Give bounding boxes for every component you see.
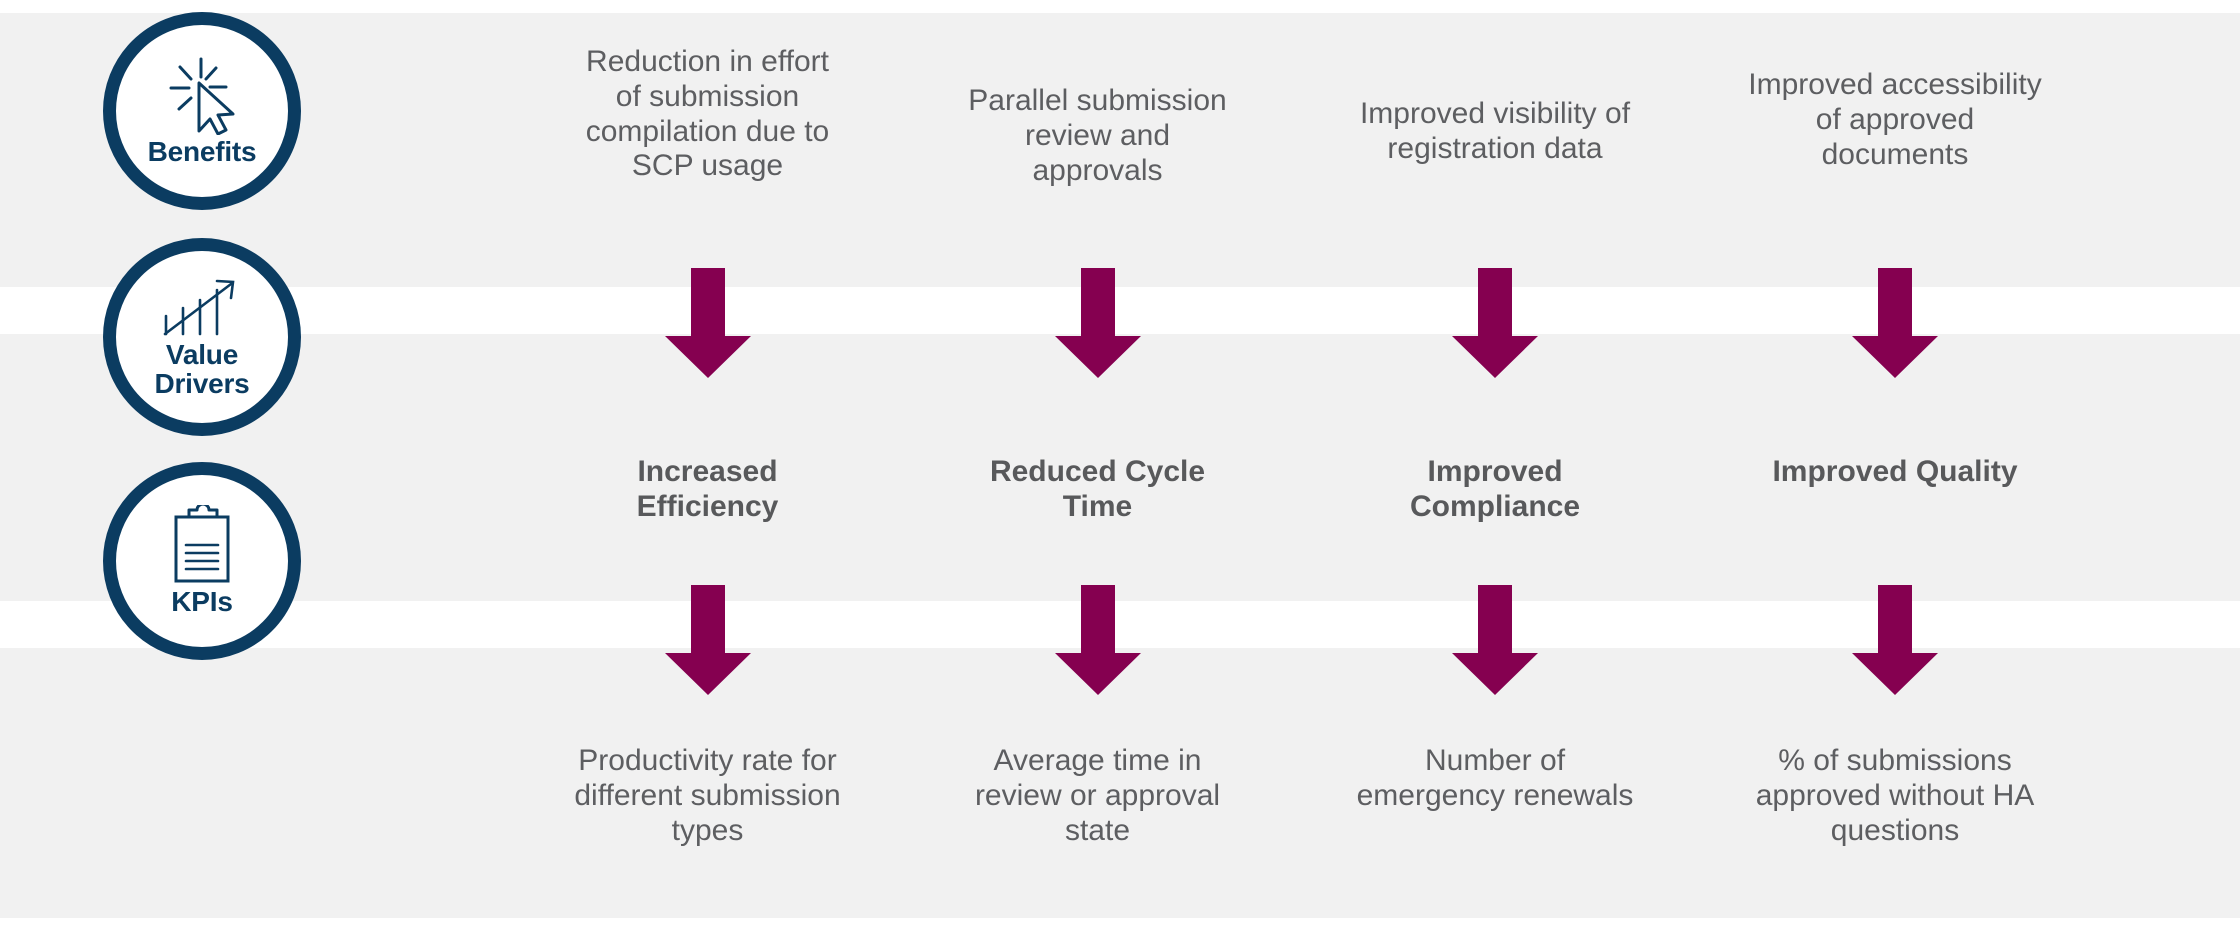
kpi-text-1: Average time in review or approval state xyxy=(974,744,1221,847)
arrow-down-icon-k0 xyxy=(665,585,751,695)
circle-label-line-1: Value xyxy=(165,338,239,370)
kpi-text-0: Productivity rate for different submissi… xyxy=(574,744,841,847)
arrow-down-icon-b1 xyxy=(1055,268,1141,378)
circle-kpis-label: KPIs xyxy=(171,586,233,618)
clipboard-icon xyxy=(166,502,238,585)
bar-chart-growth-icon xyxy=(161,276,243,338)
arrow-down-icon-k1 xyxy=(1055,585,1141,695)
cursor-click-icon xyxy=(159,55,245,136)
circle-value-drivers-label: Value Drivers xyxy=(154,338,250,399)
benefit-text-2: Improved visibility of registration data xyxy=(1359,97,1631,165)
arrow-down-icon-k3 xyxy=(1852,585,1938,695)
band-value-drivers-row xyxy=(0,334,2240,601)
band-kpis-row xyxy=(0,648,2240,918)
arrow-down-icon-k2 xyxy=(1452,585,1538,695)
kpi-text-3: % of submissions approved without HA que… xyxy=(1755,744,2035,847)
value-driver-text-3: Improved Quality xyxy=(1772,455,2018,488)
value-driver-text-1: Reduced Cycle Time xyxy=(989,455,1206,523)
value-driver-text-0: Increased Efficiency xyxy=(636,455,779,523)
circle-kpis[interactable]: KPIs xyxy=(103,462,301,660)
band-benefits-row xyxy=(0,13,2240,287)
arrow-down-icon-b0 xyxy=(665,268,751,378)
value-driver-text-2: Improved Compliance xyxy=(1409,455,1581,523)
circle-benefits[interactable]: Benefits xyxy=(103,12,301,210)
benefit-text-0: Reduction in effort of submission compil… xyxy=(585,45,830,183)
benefit-text-3: Improved accessibility of approved docum… xyxy=(1748,68,2042,171)
circle-label-line-2: Drivers xyxy=(154,368,250,399)
circle-benefits-label: Benefits xyxy=(147,136,257,168)
kpi-text-2: Number of emergency renewals xyxy=(1356,744,1634,812)
arrow-down-icon-b3 xyxy=(1852,268,1938,378)
arrow-down-icon-b2 xyxy=(1452,268,1538,378)
circle-value-drivers[interactable]: Value Drivers xyxy=(103,238,301,436)
benefit-text-1: Parallel submission review and approvals xyxy=(968,84,1227,187)
